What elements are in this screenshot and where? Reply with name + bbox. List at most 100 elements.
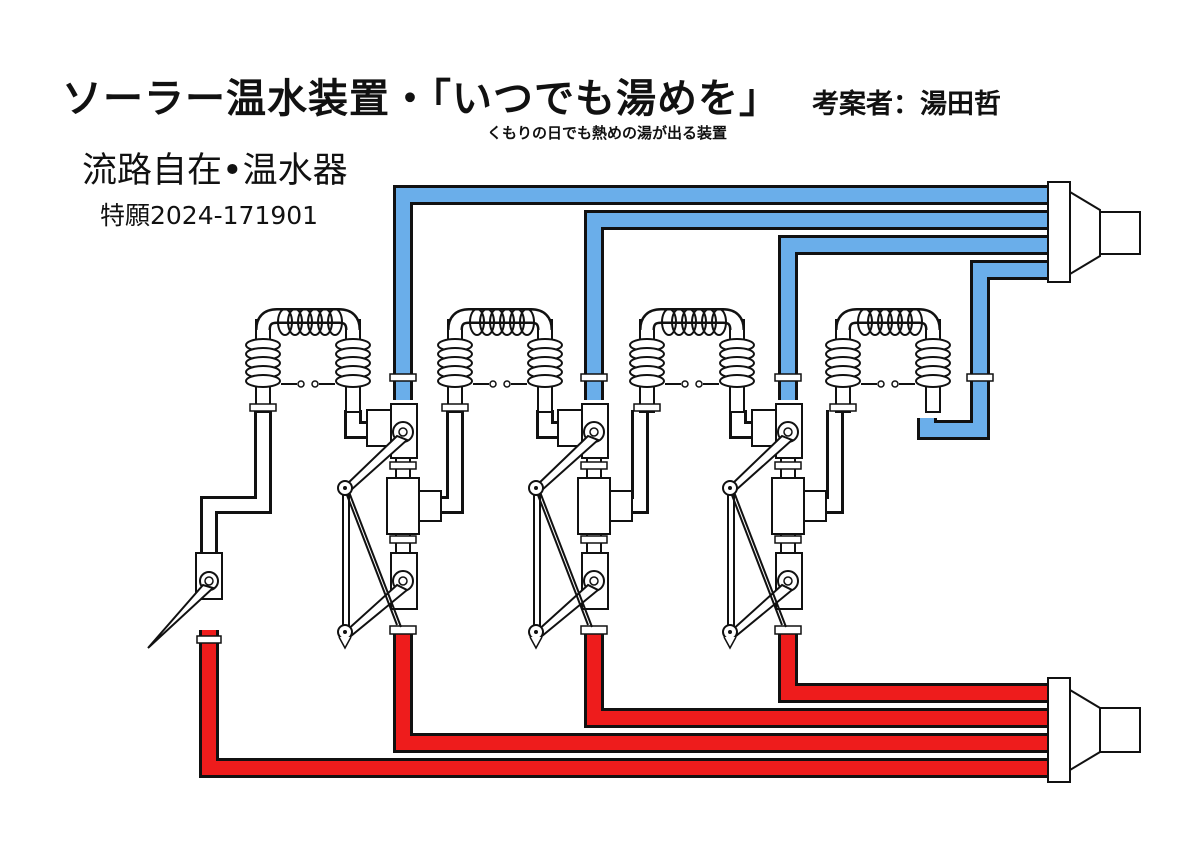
tee-fitting — [771, 477, 805, 535]
tee-fitting — [386, 477, 420, 535]
riser-clamp — [580, 535, 608, 544]
top-outlet-manifold — [1047, 181, 1141, 283]
coil-top-loop — [887, 308, 903, 336]
subtitle: くもりの日でも熱めの湯が出る装置 — [487, 124, 728, 142]
coil-top-loop — [857, 308, 873, 336]
top-valve-hub — [783, 427, 793, 437]
coil-left-ring — [629, 374, 665, 388]
valve-assemblies — [337, 403, 827, 650]
cold-pipe-fill — [396, 188, 1055, 437]
riser-clamp — [580, 461, 608, 470]
coil-knob — [695, 380, 703, 388]
pivot-bottom-dot — [343, 630, 347, 634]
diagonal-rod — [535, 489, 589, 626]
bottom-clamp — [389, 625, 417, 635]
valve-assembly — [722, 403, 827, 650]
bottom-valve-hub — [398, 576, 408, 586]
coil-left-ring — [437, 374, 473, 388]
coil-top-loop — [661, 308, 677, 336]
coil-knob — [297, 380, 305, 388]
bottom-clamp — [580, 625, 608, 635]
coil-top-loop — [681, 308, 697, 336]
coil-unit — [437, 308, 563, 413]
diagonal-rod — [348, 491, 402, 628]
diagonal-rod — [729, 489, 783, 626]
coil-right-ring — [527, 374, 563, 388]
pivot-top-dot — [343, 486, 347, 490]
diagonal-rod — [733, 491, 787, 628]
coil-unit — [629, 308, 755, 413]
riser-clamp — [389, 535, 417, 544]
coil-top-loop — [277, 308, 293, 336]
lever-tip — [723, 636, 737, 650]
coil-top-loop — [711, 308, 727, 336]
pipe-clamp — [580, 373, 608, 382]
coil-left-ring — [825, 374, 861, 388]
coil-left-ring — [245, 374, 281, 388]
product-name: 流路自在•温水器 — [82, 151, 348, 191]
lever-tip — [529, 636, 543, 650]
tee-fitting — [577, 477, 611, 535]
title-main: ソーラー温水装置・「いつでも湯めを」 — [62, 76, 780, 122]
bottom-valve-hub — [783, 576, 793, 586]
diagonal-rod — [539, 491, 593, 628]
top-valve-hub — [589, 427, 599, 437]
pivot-top-dot — [728, 486, 732, 490]
coil-top-loop — [307, 308, 323, 336]
tee-branch — [609, 490, 633, 522]
bottom-clamp — [774, 625, 802, 635]
coil-right-ring — [915, 374, 951, 388]
coil-top-loop — [509, 308, 525, 336]
top-valve-hub — [398, 427, 408, 437]
coil-knob — [311, 380, 319, 388]
left-inlet-valve — [147, 552, 223, 649]
coil-knob — [489, 380, 497, 388]
pivot-bottom-dot — [728, 630, 732, 634]
coil-unit — [245, 308, 371, 413]
coil-top-loop — [327, 308, 343, 336]
coil-top-loop — [671, 308, 687, 336]
tee-branch — [418, 490, 442, 522]
coil-unit — [825, 308, 951, 413]
pipe-clamp — [774, 373, 802, 382]
riser-clamp — [774, 535, 802, 544]
coil-top-loop — [479, 308, 495, 336]
pivot-bottom-dot — [534, 630, 538, 634]
cold-pipes — [393, 185, 1055, 440]
link-rod — [533, 489, 541, 629]
pipe-clamp — [389, 373, 417, 382]
coil-top-loop — [701, 308, 717, 336]
coil-top-loop — [691, 308, 707, 336]
riser-clamp — [389, 461, 417, 470]
lever-tip — [338, 636, 352, 650]
coil-top-loop — [897, 308, 913, 336]
coil-top-loop — [867, 308, 883, 336]
link-rod — [727, 489, 735, 629]
coil-right-ring — [719, 374, 755, 388]
riser-clamp — [774, 461, 802, 470]
coil-knob — [891, 380, 899, 388]
link-rod — [342, 489, 350, 629]
inventor-label: 考案者：湯田哲 — [812, 89, 1001, 120]
valve-assembly — [337, 403, 442, 650]
solar-coil-units — [245, 308, 994, 413]
coil-top-loop — [519, 308, 535, 336]
coil-knob — [681, 380, 689, 388]
hot-pipes — [199, 630, 1055, 778]
coil-knob — [503, 380, 511, 388]
coil-top-loop — [499, 308, 515, 336]
valve-assembly — [528, 403, 633, 650]
coil-top-loop — [287, 308, 303, 336]
bottom-inlet-manifold — [1047, 677, 1141, 783]
bottom-valve-hub — [589, 576, 599, 586]
coil-top-loop — [297, 308, 313, 336]
coil-top-loop — [907, 308, 923, 336]
patent-number: 特願2024-171901 — [100, 201, 319, 230]
coil-clamp — [441, 403, 469, 412]
pivot-top-dot — [534, 486, 538, 490]
coil-top-loop — [489, 308, 505, 336]
pipe-clamp — [966, 373, 994, 382]
coil-top-loop — [317, 308, 333, 336]
tee-branch — [803, 490, 827, 522]
